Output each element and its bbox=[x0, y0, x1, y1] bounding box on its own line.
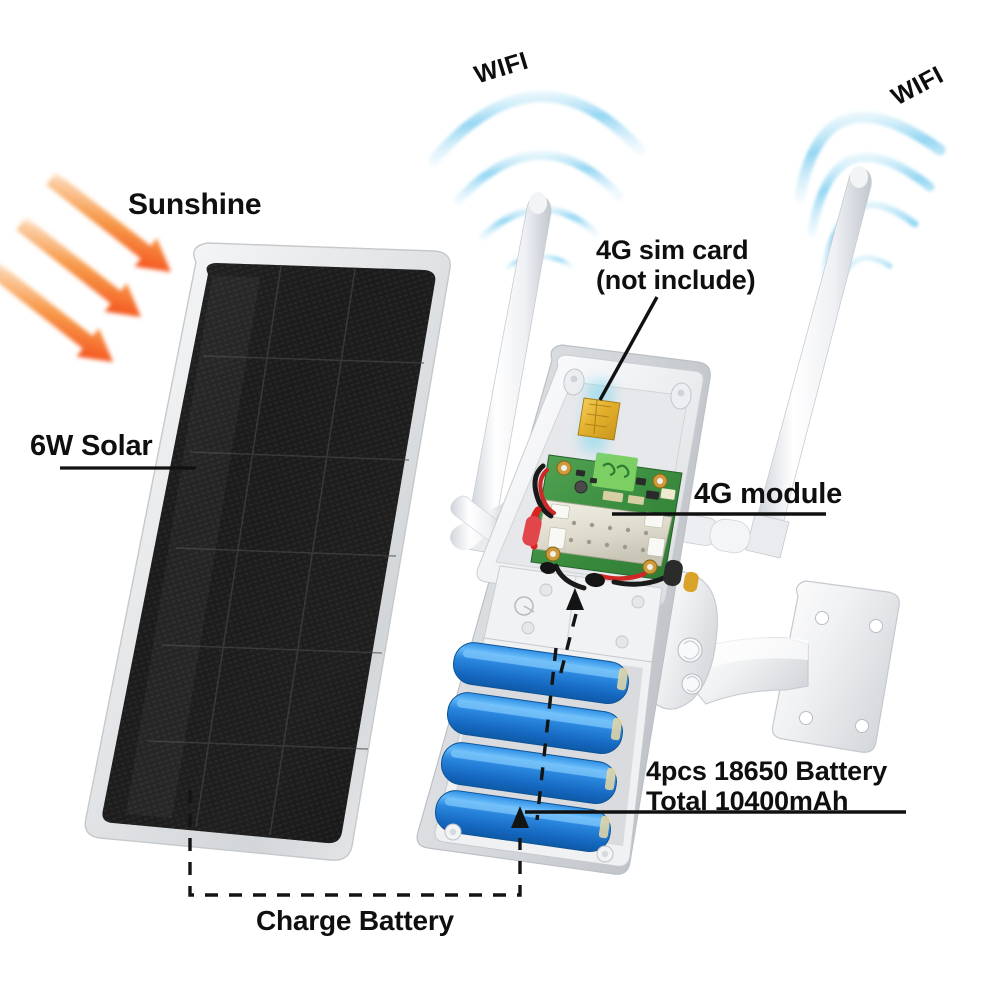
charge-flow-arrows bbox=[511, 588, 584, 828]
arrow-board-up bbox=[566, 588, 584, 610]
label-battery: 4pcs 18650 Battery Total 10400mAh bbox=[646, 756, 888, 817]
label-6w-solar: 6W Solar bbox=[30, 430, 153, 462]
wall-mount-bracket bbox=[647, 570, 900, 753]
arrow-battery-up bbox=[511, 806, 529, 828]
charge-flow-annotation bbox=[188, 647, 558, 897]
leader-sim-card bbox=[598, 296, 659, 401]
wifi-waves-right bbox=[794, 111, 946, 309]
label-charge-battery: Charge Battery bbox=[256, 905, 454, 936]
label-sunshine: Sunshine bbox=[128, 188, 262, 221]
charge-dashed-internal bbox=[535, 647, 558, 821]
sim-card bbox=[577, 379, 621, 453]
label-4g-sim-card: 4G sim card (not include) bbox=[596, 235, 756, 296]
solar-panel bbox=[84, 242, 451, 861]
charge-dashed-upper bbox=[558, 613, 578, 677]
pcb-4g-module bbox=[522, 452, 699, 593]
charge-dashed-bracket bbox=[188, 790, 522, 897]
sunshine-arrows bbox=[0, 172, 171, 363]
label-4g-module: 4G module bbox=[694, 478, 843, 510]
leader-lines bbox=[60, 296, 906, 814]
